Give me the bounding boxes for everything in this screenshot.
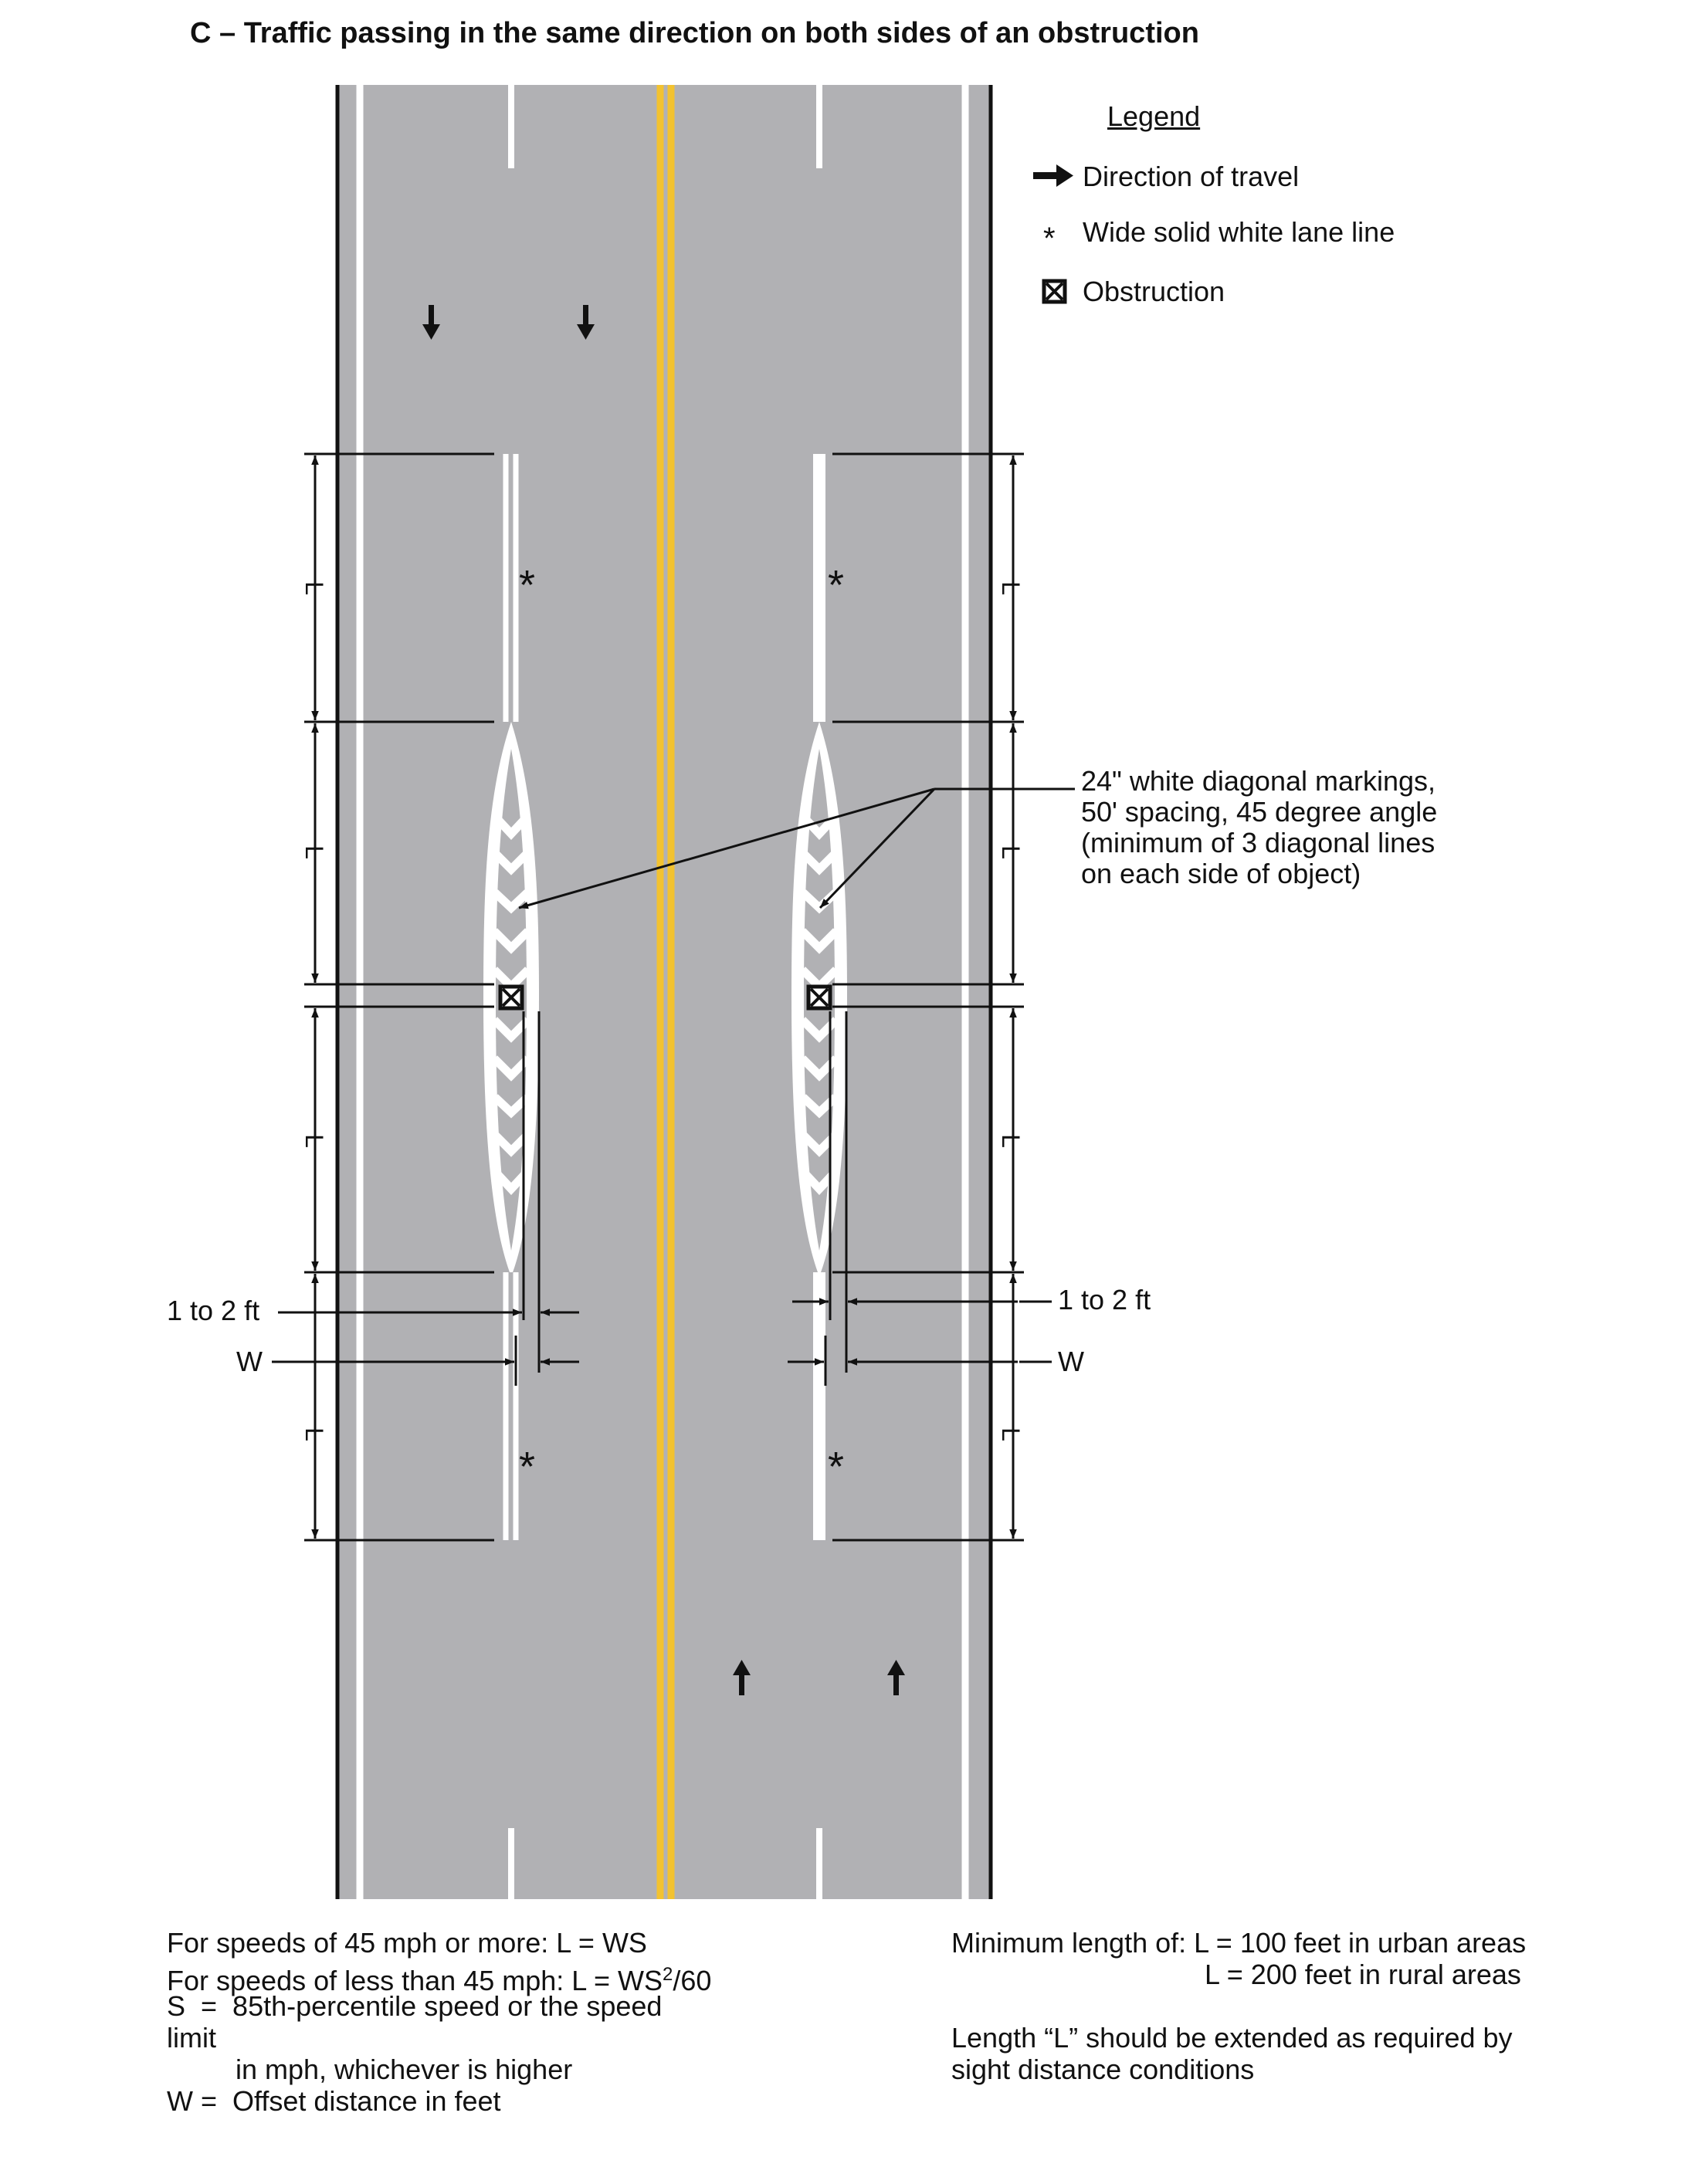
note-sight-distance: sight distance conditions — [951, 2054, 1255, 2085]
note-w-definition: W = Offset distance in feet — [167, 2085, 501, 2117]
gap-label-right: 1 to 2 ft — [1058, 1284, 1151, 1315]
arrow-down-icon — [422, 305, 440, 340]
note-length-extended: Length “L” should be extended as require… — [951, 2022, 1513, 2054]
figure-title: C – Traffic passing in the same directio… — [190, 17, 1199, 49]
dimension-label-l: L — [300, 845, 328, 859]
note-minimum-rural: L = 200 feet in rural areas — [1205, 1959, 1521, 1990]
formula-suffix: /60 — [673, 1965, 712, 1996]
note-speed-45-or-more: For speeds of 45 mph or more: L = WS — [167, 1927, 647, 1959]
obstruction-icon — [806, 984, 832, 1011]
offset-extension-left — [514, 1011, 541, 1386]
offset-label-right: W — [1058, 1346, 1084, 1377]
gap-dimension-left — [272, 1309, 579, 1366]
gap-dimension-right — [788, 1298, 1018, 1366]
offset-extension-right — [824, 1011, 848, 1386]
legend-title: Legend — [1107, 100, 1201, 132]
asterisk-icon: * — [828, 1444, 844, 1490]
island-left — [483, 722, 539, 1272]
dimension-label-l: L — [997, 1427, 1025, 1441]
note-minimum-urban: Minimum length of: L = 100 feet in urban… — [951, 1927, 1527, 1959]
legend-item-lane-line: Wide solid white lane line — [1083, 216, 1395, 248]
offset-label-left: W — [236, 1346, 263, 1377]
diagonal-markings-callout: 24" white diagonal markings, 50' spacing… — [1081, 766, 1437, 889]
note-mph: in mph, whichever is higher — [236, 2054, 573, 2085]
dimension-label-l: L — [300, 1427, 328, 1441]
arrow-up-icon — [887, 1660, 905, 1695]
note-s-definition: S = 85th-percentile speed or the speed — [167, 1990, 663, 2022]
dimension-label-l: L — [997, 845, 1025, 859]
dimension-label-l: L — [997, 581, 1025, 595]
extension-lines-right — [832, 452, 1024, 1542]
dimension-label-l: L — [300, 581, 328, 595]
gap-label-left: 1 to 2 ft — [167, 1295, 259, 1326]
label-leader-lines — [1019, 1300, 1052, 1363]
dimension-label-l: L — [300, 1134, 328, 1148]
pavement — [337, 85, 991, 1899]
asterisk-icon: * — [519, 562, 535, 608]
callout-line: (minimum of 3 diagonal lines — [1081, 827, 1435, 858]
asterisk-icon: * — [519, 1444, 535, 1490]
callout-leader — [518, 787, 1075, 909]
formula-prefix: For speeds of less than 45 mph: L = WS — [167, 1965, 663, 1996]
arrow-down-icon — [577, 305, 595, 340]
arrow-right-icon — [1033, 164, 1073, 187]
asterisk-icon: * — [1043, 222, 1056, 256]
callout-line: 24" white diagonal markings, — [1081, 765, 1436, 797]
extension-lines-left — [304, 452, 494, 1542]
legend-item-direction: Direction of travel — [1083, 161, 1300, 192]
obstruction-icon — [498, 984, 524, 1011]
dimension-label-l: L — [997, 1134, 1025, 1148]
note-limit: limit — [167, 2022, 216, 2054]
callout-line: on each side of object) — [1081, 858, 1361, 889]
note-speed-less-than-45: For speeds of less than 45 mph: L = WS2/… — [167, 1959, 711, 1996]
callout-line: 50' spacing, 45 degree angle — [1081, 796, 1438, 828]
obstruction-icon — [1042, 279, 1067, 304]
asterisk-icon: * — [828, 562, 844, 608]
formula-superscript: 2 — [663, 1964, 673, 1985]
arrow-up-icon — [733, 1660, 751, 1695]
legend-item-obstruction: Obstruction — [1083, 276, 1225, 307]
